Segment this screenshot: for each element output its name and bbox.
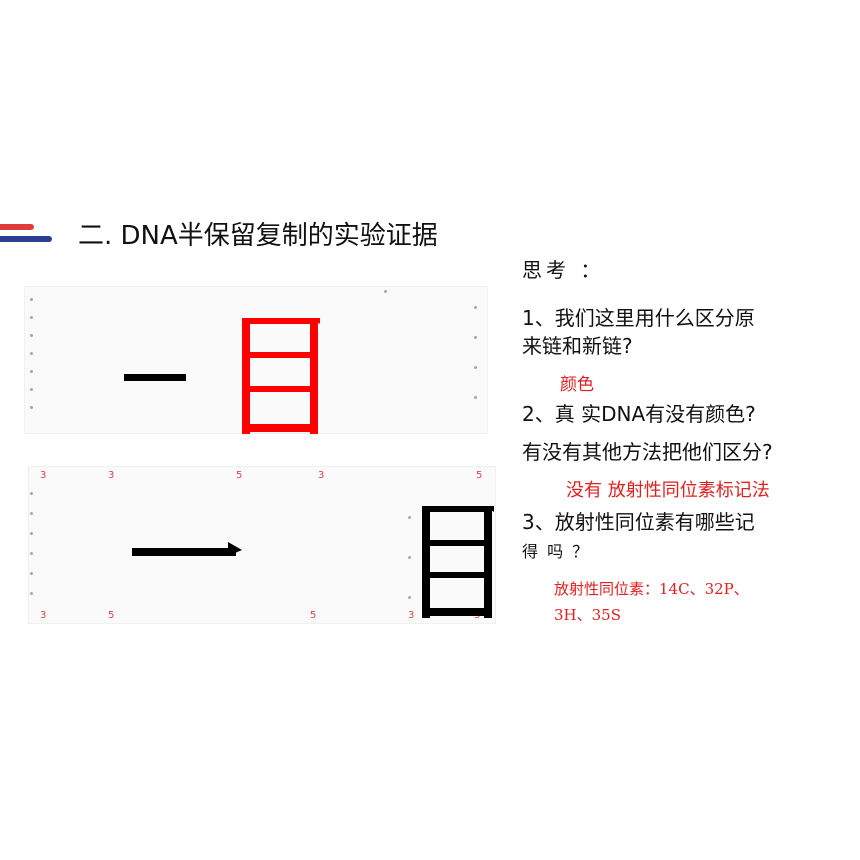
strand-end-label: 5 — [476, 470, 483, 481]
strand-end-label: 3 — [318, 470, 325, 481]
question-1-line2: 来链和新链? — [522, 334, 633, 358]
strand-end-label: 5 — [108, 610, 115, 621]
panel-dot — [408, 556, 411, 559]
header-accent-red — [0, 224, 34, 230]
panel-dot — [474, 366, 477, 369]
question-2-line1: 2、真 实DNA有没有颜色? — [522, 402, 756, 426]
answer-2: 没有 放射性同位素标记法 — [566, 480, 770, 501]
dna-diagram-bottom: 3 3 5 3 5 3 5 5 3 5 — [28, 466, 496, 624]
panel-dot — [30, 316, 33, 319]
panel-dot — [30, 532, 33, 535]
panel-dot — [474, 336, 477, 339]
panel-dot — [30, 334, 33, 337]
answer-3-line2: 3H、35S — [554, 606, 621, 624]
panel-dot — [30, 370, 33, 373]
strand-end-label: 5 — [310, 610, 317, 621]
panel-dot — [30, 492, 33, 495]
answer-3-line1: 放射性同位素：14C、32P、 — [554, 580, 749, 598]
panel-dot — [30, 552, 33, 555]
new-strand-ladder-red — [242, 318, 320, 434]
dna-diagram-top — [24, 286, 488, 434]
question-2-line2: 有没有其他方法把他们区分? — [522, 440, 773, 464]
header-accent-blue — [0, 236, 52, 242]
strand-end-label: 3 — [108, 470, 115, 481]
answer-1: 颜色 — [560, 375, 594, 395]
slide-title: 二. DNA半保留复制的实验证据 — [78, 221, 438, 251]
question-3-line2: 得 吗 ？ — [522, 542, 591, 561]
old-strand-top — [124, 374, 186, 381]
panel-dot — [30, 592, 33, 595]
panel-dot — [408, 516, 411, 519]
panel-dot — [30, 512, 33, 515]
panel-dot — [30, 388, 33, 391]
panel-dot — [384, 290, 387, 293]
panel-dot — [30, 572, 33, 575]
panel-dot — [30, 352, 33, 355]
panel-dot — [30, 406, 33, 409]
panel-dot — [474, 396, 477, 399]
strand-end-label: 5 — [236, 470, 243, 481]
strand-end-label: 3 — [40, 470, 47, 481]
think-label: 思考 ： — [522, 258, 605, 282]
question-3-line1: 3、放射性同位素有哪些记 — [522, 510, 755, 534]
question-1-line1: 1、我们这里用什么区分原 — [522, 306, 755, 330]
panel-dot — [30, 298, 33, 301]
old-strand-ladder-black — [422, 506, 494, 618]
panel-dot — [474, 306, 477, 309]
strand-end-label: 3 — [40, 610, 47, 621]
old-strand-bottom — [132, 542, 242, 556]
panel-dot — [408, 596, 411, 599]
strand-end-label: 3 — [408, 610, 415, 621]
